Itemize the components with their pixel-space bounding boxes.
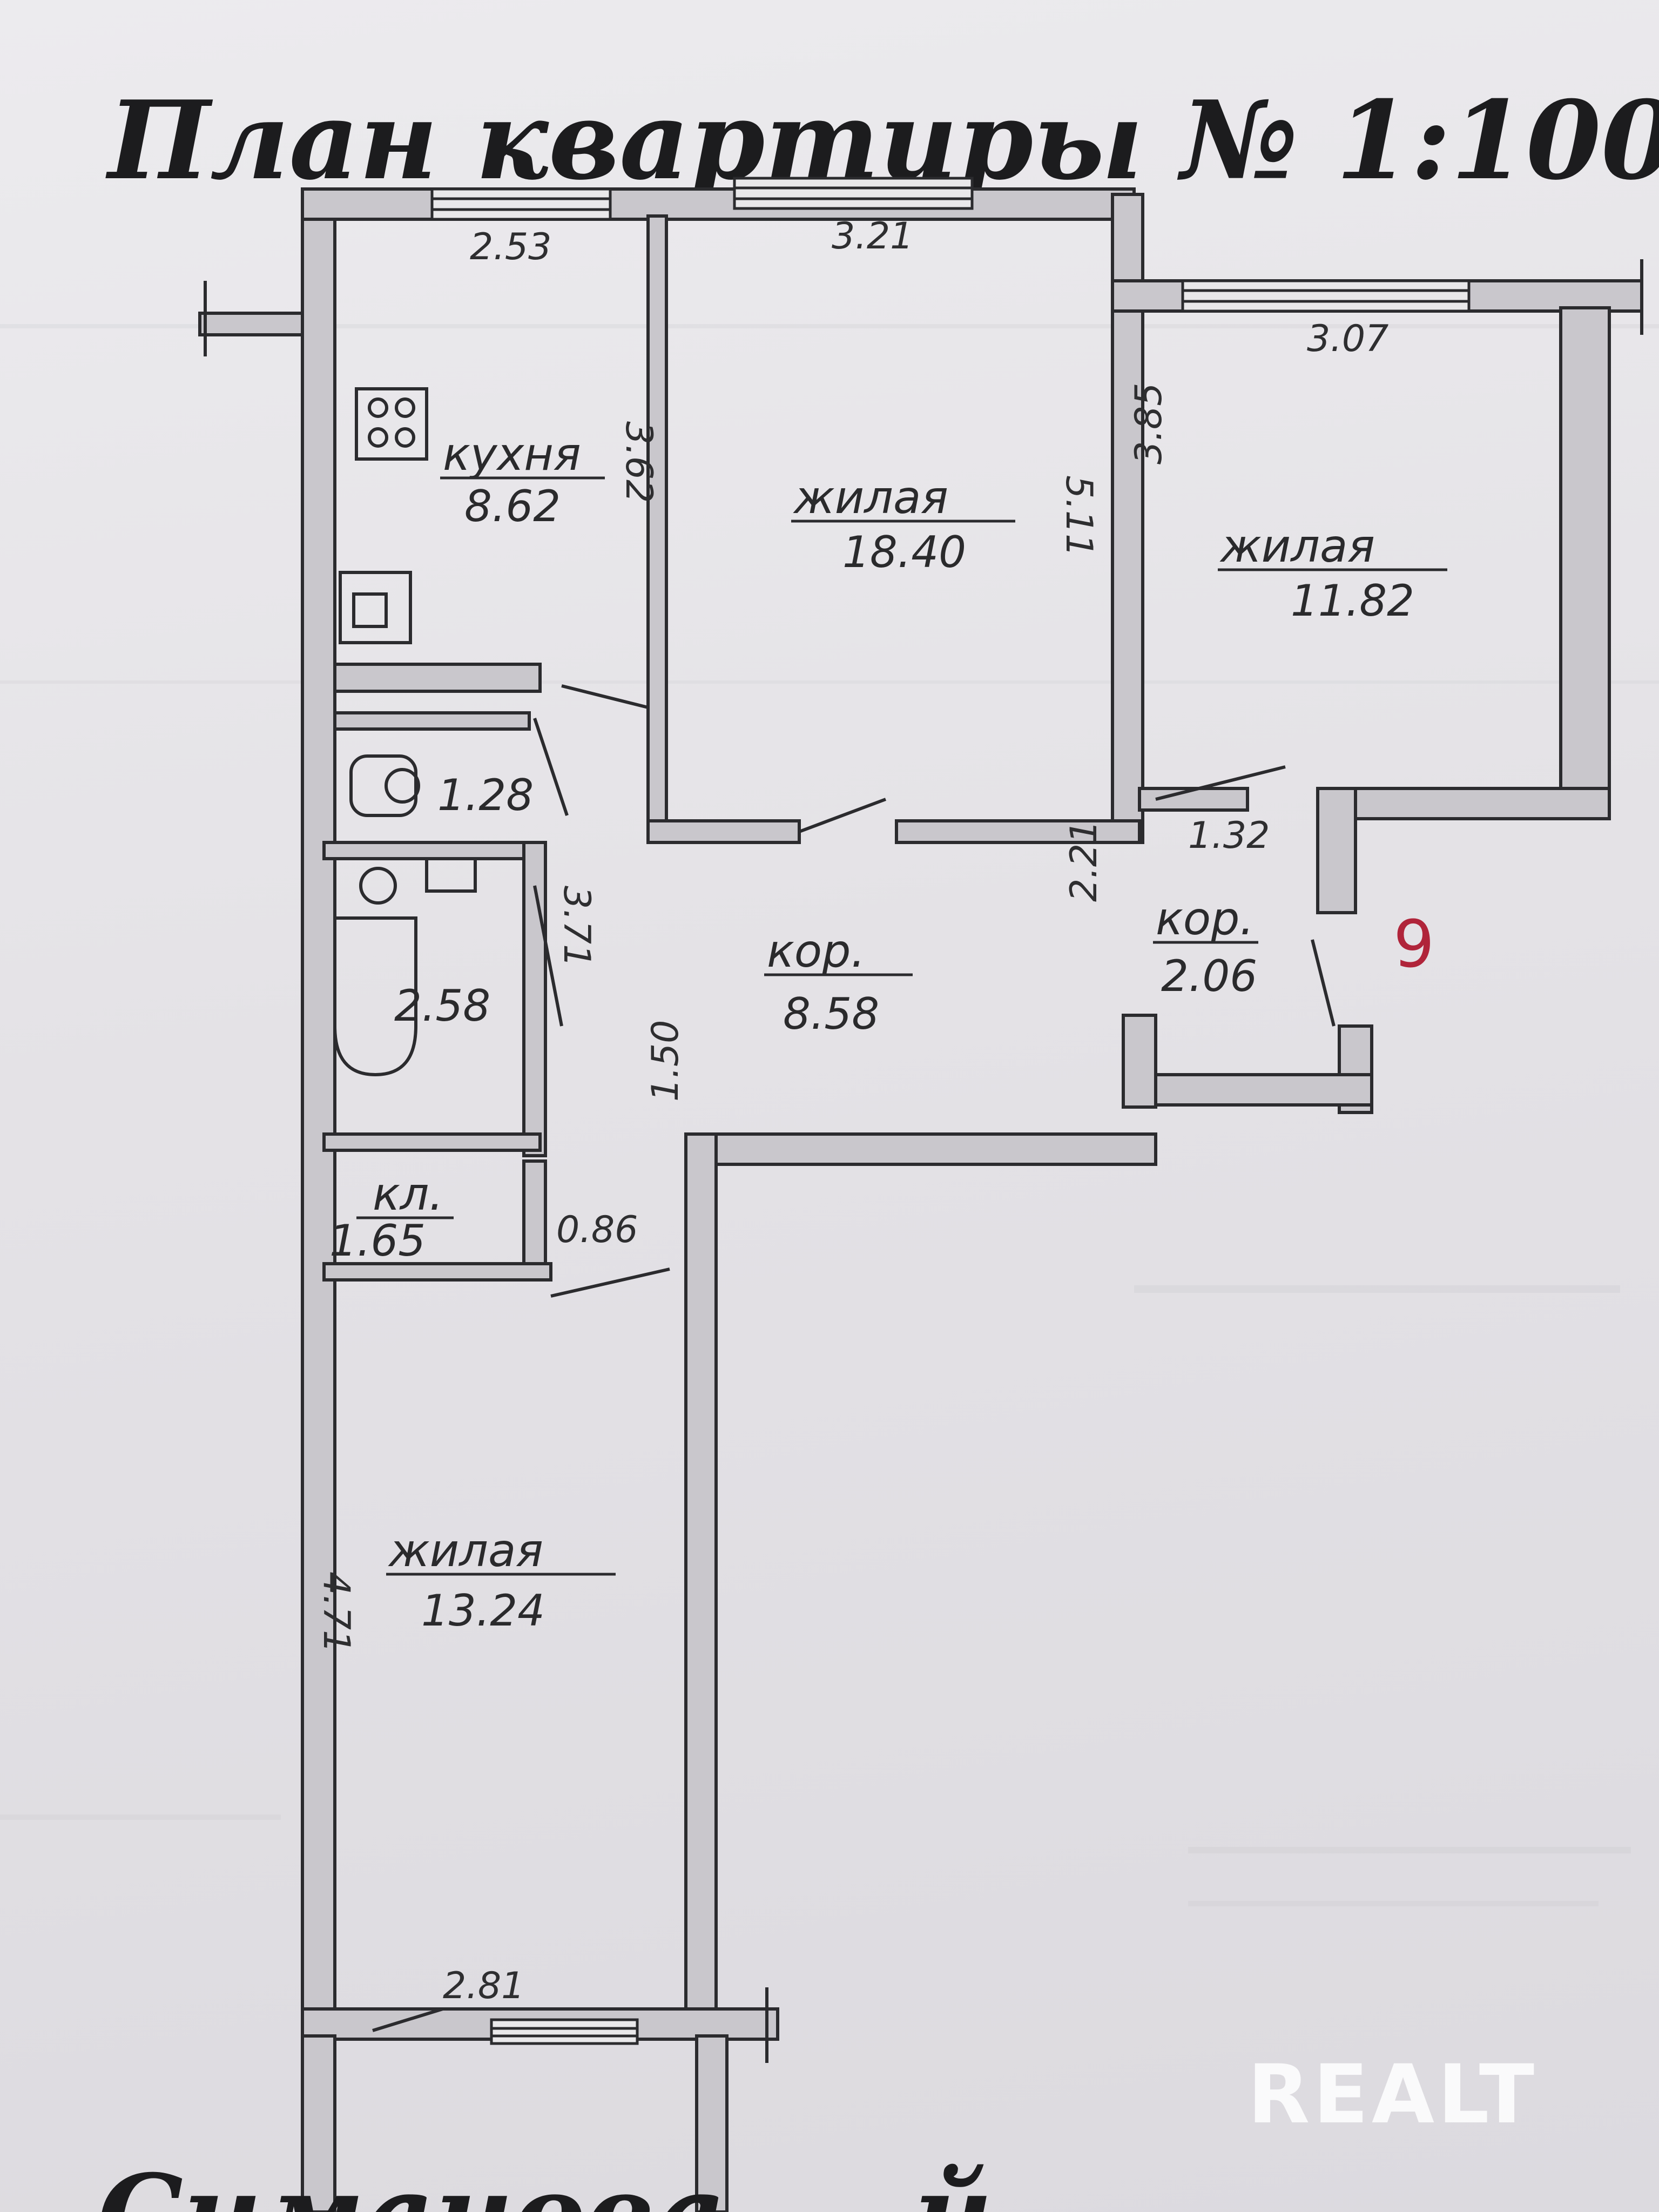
corridor-main-area: 8.58 <box>783 989 879 1039</box>
kitchen-area: 8.62 <box>464 481 561 531</box>
corridor-main-name: кор. <box>767 925 865 977</box>
handwritten-mark: 9 <box>1393 907 1434 982</box>
walls <box>198 187 1643 2212</box>
dim-corridor-small-width: 1.32 <box>1188 814 1270 857</box>
room-labels: кухня 8.62 жилая 18.40 жилая 11.82 кор. … <box>329 428 1447 1636</box>
living-right-name: жилая <box>1219 520 1375 572</box>
doors <box>372 684 1336 2032</box>
dim-living-large-height: 5.11 <box>1057 475 1100 557</box>
bathroom-area: 2.58 <box>394 981 490 1031</box>
dim-living-bottom-height: 4.71 <box>315 1572 358 1653</box>
bottom-caption: Симанова ... й <box>97 2151 993 2212</box>
living-large-area: 18.40 <box>842 527 966 577</box>
sink-icon <box>339 571 412 644</box>
dimension-labels: 2.53 3.21 3.07 1.32 0.86 2.81 3.62 5.11 … <box>315 215 1388 2007</box>
dim-kitchen-width: 2.53 <box>470 226 551 268</box>
corridor-small-name: кор. <box>1156 892 1254 945</box>
pantry-name: кл. <box>373 1168 443 1220</box>
toilet-icon <box>349 754 417 817</box>
fixtures <box>333 387 477 1077</box>
toilet-area: 1.28 <box>437 770 534 820</box>
dim-living-large-width: 3.21 <box>832 215 913 258</box>
dim-living-right-width: 3.07 <box>1307 318 1388 360</box>
dim-kitchen-height: 3.62 <box>617 421 660 503</box>
corridor-small-area: 2.06 <box>1161 951 1257 1001</box>
paper-texture <box>0 324 1659 1906</box>
realt-watermark: REALT <box>1247 2048 1537 2142</box>
basin-icon <box>359 867 397 905</box>
windows <box>430 177 1471 2045</box>
living-right-area: 11.82 <box>1291 576 1414 626</box>
dim-living-right-height: 3.85 <box>1128 383 1170 464</box>
pantry-area: 1.65 <box>329 1216 426 1266</box>
living-bottom-name: жилая <box>388 1524 543 1577</box>
kitchen-name: кухня <box>443 428 581 481</box>
living-bottom-area: 13.24 <box>421 1586 545 1636</box>
dim-corridor-narrow-height: 1.50 <box>644 1020 687 1102</box>
living-large-name: жилая <box>793 471 948 524</box>
dim-pantry-door-width: 0.86 <box>556 1209 638 1251</box>
stove-icon <box>355 387 428 461</box>
dim-living-bottom-width: 2.81 <box>443 1965 524 2007</box>
dim-corridor-small-height: 2.21 <box>1063 820 1105 902</box>
bathtub-icon <box>333 916 417 1077</box>
dim-bath-block-height: 3.71 <box>555 886 598 967</box>
